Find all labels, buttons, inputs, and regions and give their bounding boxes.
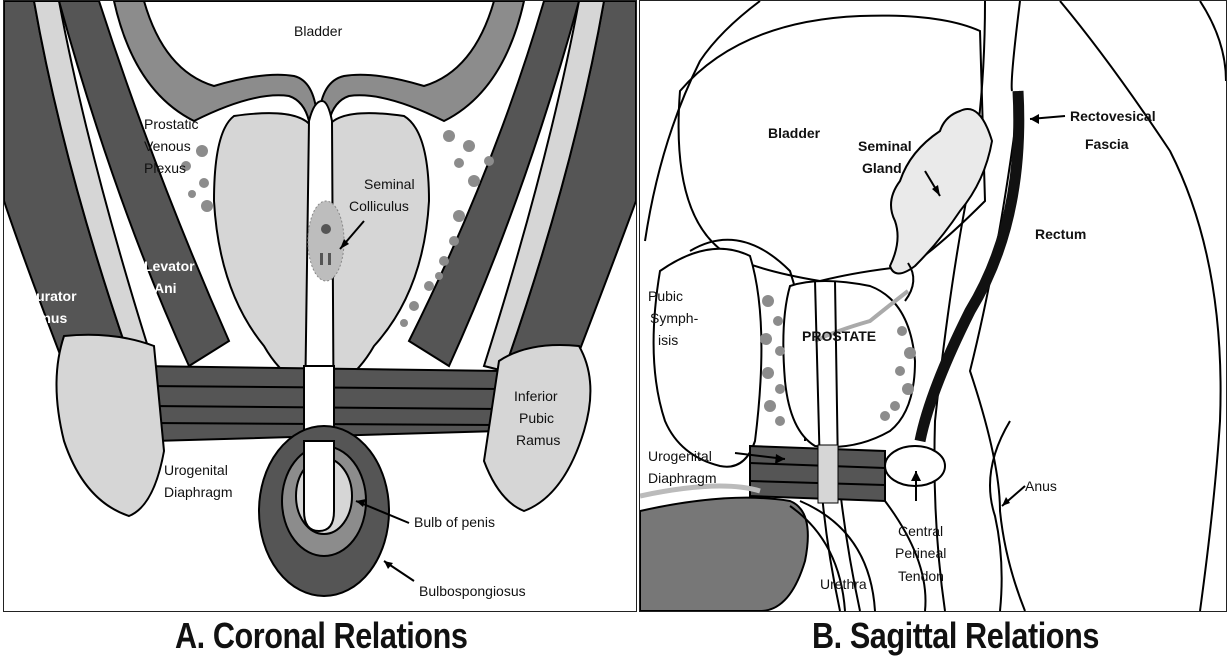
coronal-panel: Bladder Prostatic Venous Plexus Seminal … [3,0,637,612]
label-inferior-pubic-ramus-1: Inferior [514,388,558,404]
pubic-ramus-right [484,345,590,511]
label-anus: Anus [1025,478,1057,494]
label-rectum: Rectum [1035,226,1086,242]
label-bladder-b: Bladder [768,125,821,141]
label-pubic-symphysis-2: Symph- [650,310,699,326]
label-central-perineal-tendon-2: Perineal [895,545,946,561]
sagittal-diagram: Bladder Seminal Gland Rectovesical Fasci… [640,1,1226,611]
label-prostatic-venous-plexus-1: Prostatic [144,116,198,132]
bulb-region [640,498,808,611]
label-bulbospongiosus: Bulbospongiosus [419,583,526,599]
label-central-perineal-tendon-1: Central [898,523,943,539]
prostate [783,281,915,447]
label-urethra: Urethra [820,576,867,592]
label-pubic-symphysis-3: isis [658,332,678,348]
label-seminal-colliculus-2: Colliculus [349,198,409,214]
pubic-ramus-left [57,335,165,516]
label-pubic-symphysis-1: Pubic [648,288,683,304]
sagittal-panel: Bladder Seminal Gland Rectovesical Fasci… [639,0,1227,612]
label-levator-ani-1: Levator [144,258,195,274]
label-central-perineal-tendon-3: Tendon [898,568,944,584]
label-urogenital-diaphragm-b-1: Urogenital [648,448,712,464]
label-prostate: PROSTATE [802,328,876,344]
label-rectovesical-fascia-2: Fascia [1085,136,1129,152]
prostate-left [214,113,316,391]
label-seminal-gland-1: Seminal [858,138,912,154]
seminal-colliculus [308,201,344,281]
label-bladder: Bladder [294,23,343,39]
label-obturator-internus-2: Internus [12,310,67,326]
label-prostatic-venous-plexus-2: Venous [144,138,191,154]
label-obturator-internus-1: Obturator [12,288,77,304]
label-inferior-pubic-ramus-3: Ramus [516,432,560,448]
label-seminal-gland-2: Gland [862,160,902,176]
label-urogenital-diaphragm-2: Diaphragm [164,484,232,500]
label-levator-ani-2: Ani [154,280,177,296]
label-urogenital-diaphragm-1: Urogenital [164,462,228,478]
label-rectovesical-fascia-1: Rectovesical [1070,108,1156,124]
caption-sagittal: B. Sagittal Relations [812,615,1099,657]
pubic-symphysis [654,249,762,467]
label-prostatic-venous-plexus-3: Plexus [144,160,186,176]
label-urogenital-diaphragm-b-2: Diaphragm [648,470,716,486]
coronal-diagram: Bladder Prostatic Venous Plexus Seminal … [4,1,636,611]
label-inferior-pubic-ramus-2: Pubic [519,410,554,426]
caption-coronal: A. Coronal Relations [175,615,467,657]
label-bulb-of-penis: Bulb of penis [414,514,495,530]
label-seminal-colliculus-1: Seminal [364,176,415,192]
